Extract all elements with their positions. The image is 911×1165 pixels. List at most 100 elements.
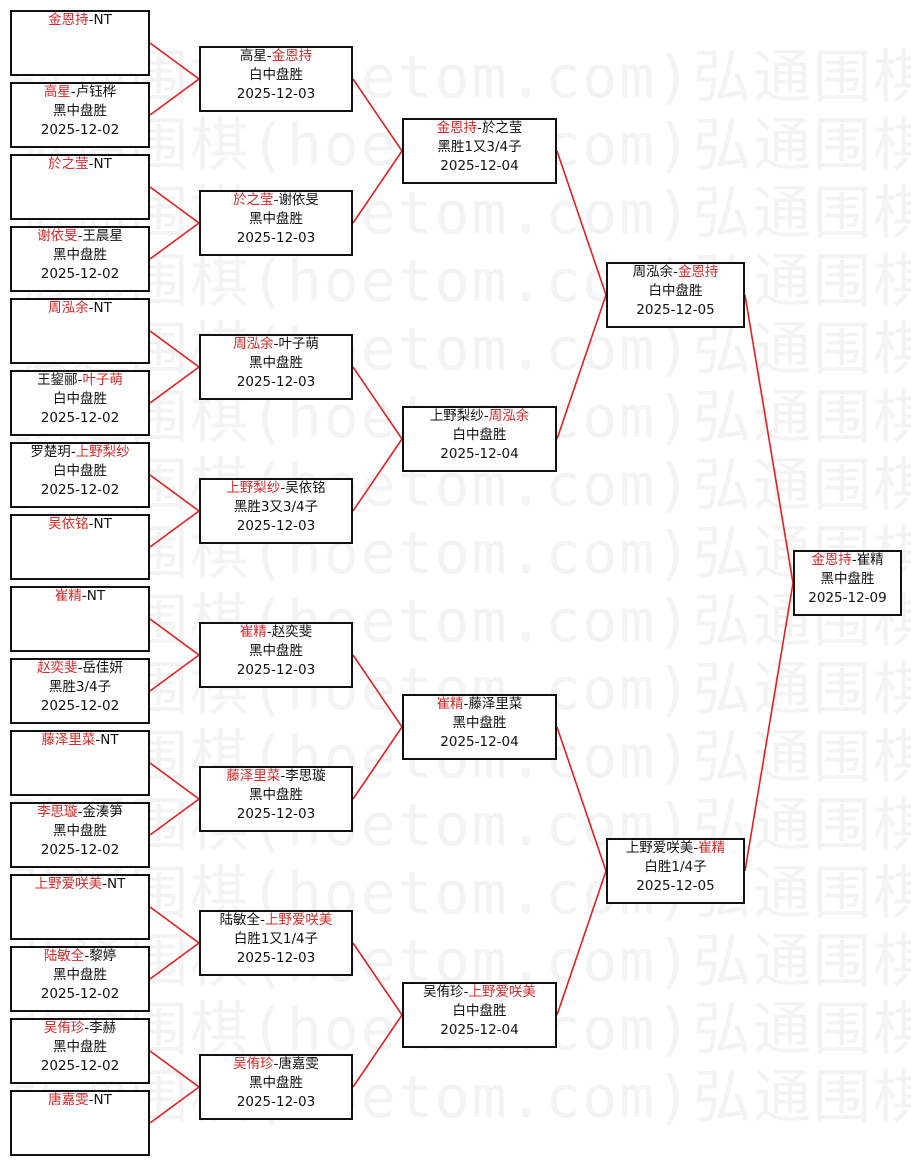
connector-line <box>149 762 200 800</box>
match-box: 崔精-NT <box>10 586 150 652</box>
match-result: 黑中盘胜 <box>53 1039 107 1055</box>
player-name: 王晨星 <box>82 228 123 244</box>
match-players: 谢依旻-王晨星 <box>12 227 148 246</box>
match-players: 吴侑珍-李赫 <box>12 1019 148 1038</box>
match-date: 2025-12-02 <box>40 842 120 858</box>
player-name: 李思璇 <box>285 768 326 784</box>
match-players: 赵奕斐-岳佳妍 <box>12 659 148 678</box>
match-players: 吴依铭-NT <box>12 515 148 534</box>
winner-name: 上野爱咲美 <box>34 876 103 892</box>
winner-name: 藤泽里菜 <box>226 768 281 784</box>
match-date: 2025-12-02 <box>40 122 120 138</box>
player-name: 上野爱咲美 <box>625 840 694 856</box>
winner-name: 上野梨纱 <box>226 480 281 496</box>
player-name: NT <box>86 588 106 604</box>
match-players: 陆敏全-黎婷 <box>12 947 148 966</box>
dash: - <box>88 300 94 316</box>
dash: - <box>70 444 76 460</box>
match-players: 周泓余-金恩持 <box>608 263 743 282</box>
winner-name: 崔精 <box>54 588 82 604</box>
match-players: 唐嘉雯-NT <box>12 1091 148 1110</box>
player-name: 高星 <box>239 48 267 64</box>
match-result: 黑中盘胜 <box>249 643 303 659</box>
match-result: 黑中盘胜 <box>820 571 875 587</box>
player-name: 上野梨纱 <box>429 408 484 424</box>
winner-name: 谢依旻 <box>37 228 78 244</box>
dash: - <box>673 264 678 280</box>
connector-line <box>149 1050 200 1088</box>
match-date: 2025-12-02 <box>40 1058 120 1074</box>
connector-line <box>149 42 200 80</box>
match-result: 黑中盘胜 <box>249 787 303 803</box>
connector-line <box>744 582 794 872</box>
connector-line <box>149 330 200 368</box>
match-result: 白中盘胜 <box>53 463 107 479</box>
match-players: 藤泽里菜-李思璇 <box>201 767 351 786</box>
match-box: 於之莹-NT <box>10 154 150 220</box>
match-result: 白中盘胜 <box>452 1003 507 1019</box>
match-date: 2025-12-02 <box>40 410 120 426</box>
winner-name: 於之莹 <box>233 192 274 208</box>
dash: - <box>266 48 272 64</box>
match-players: 李思璇-金湊笋 <box>12 803 148 822</box>
connector-line <box>149 186 200 224</box>
connector-line <box>149 618 200 656</box>
match-date: 2025-12-09 <box>808 590 887 606</box>
winner-name: 周泓余 <box>233 336 274 352</box>
match-players: 金恩持-於之莹 <box>404 119 555 138</box>
match-box: 吴依铭-NT <box>10 514 150 580</box>
player-name: 谢依旻 <box>278 192 319 208</box>
winner-name: 吴侑珍 <box>43 1020 85 1036</box>
match-date: 2025-12-04 <box>440 1022 519 1038</box>
winner-name: 崔精 <box>239 624 267 640</box>
match-result: 黑中盘胜 <box>53 823 107 839</box>
match-date: 2025-12-03 <box>236 86 316 102</box>
connector-line <box>556 294 607 440</box>
match-players: 周泓余-叶子萌 <box>201 335 351 354</box>
winner-name: 金恩持 <box>271 48 313 64</box>
match-players: 罗楚玥-上野梨纱 <box>12 443 148 462</box>
connector-line <box>149 654 200 692</box>
connector-line <box>149 366 200 404</box>
dash: - <box>102 876 107 892</box>
dash: - <box>483 408 489 424</box>
match-players: 崔精-赵奕斐 <box>201 623 351 642</box>
match-result: 黑中盘胜 <box>249 1075 303 1091</box>
connector-line <box>149 942 200 980</box>
match-players: 於之莹-NT <box>12 155 148 174</box>
match-box: 周泓余-NT <box>10 298 150 364</box>
match-date: 2025-12-04 <box>440 158 519 174</box>
dash: - <box>260 912 265 928</box>
match-players: 吴侑珍-唐嘉雯 <box>201 1055 351 1074</box>
player-name: 岳佳妍 <box>82 660 123 676</box>
dash: - <box>463 984 469 1000</box>
player-name: 黎婷 <box>89 948 117 964</box>
player-name: NT <box>100 732 119 748</box>
connector-line <box>352 726 403 800</box>
match-result: 白中盘胜 <box>452 427 507 443</box>
connector-line <box>556 726 607 872</box>
match-players: 上野梨纱-周泓余 <box>404 407 555 426</box>
match-result: 白中盘胜 <box>648 283 703 299</box>
winner-name: 於之莹 <box>48 156 89 172</box>
winner-name: 金恩持 <box>811 552 852 568</box>
match-players: 高星-卢钰桦 <box>12 83 148 102</box>
winner-name: 李思璇 <box>37 804 78 820</box>
dash: - <box>273 1056 279 1072</box>
connector-line <box>352 150 403 224</box>
match-date: 2025-12-03 <box>236 662 316 678</box>
dash: - <box>77 228 83 244</box>
winner-name: 金恩持 <box>677 264 719 280</box>
player-name: NT <box>93 12 112 28</box>
dash: - <box>88 156 94 172</box>
player-name: NT <box>107 876 126 892</box>
match-date: 2025-12-05 <box>636 302 715 318</box>
